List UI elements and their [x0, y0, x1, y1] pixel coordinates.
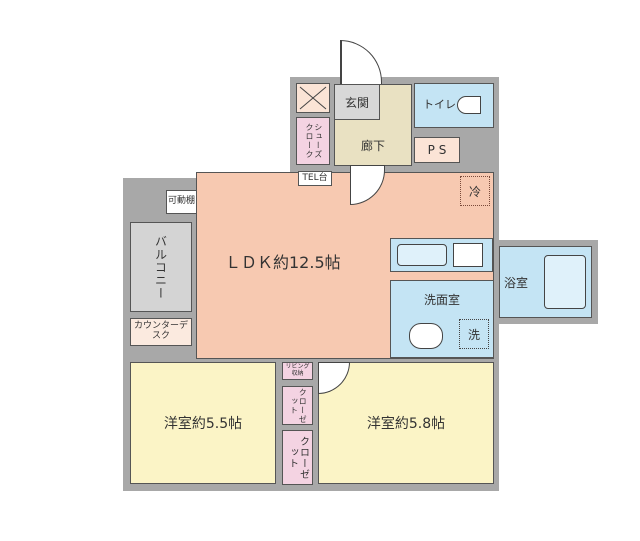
wash-basin-icon — [409, 323, 443, 349]
washer-label: 洗 — [467, 327, 480, 342]
fridge-space: 冷 — [460, 176, 490, 206]
closet-2: クローゼット — [282, 430, 313, 485]
balcony-label: バルコニー — [153, 234, 168, 300]
shoes-closet-label: シューズクローク — [305, 123, 322, 159]
living-storage: リビング収納 — [282, 362, 313, 380]
x-mark-icon — [299, 86, 327, 110]
toilet: トイレ — [414, 83, 494, 128]
closet-1-label: クローゼット — [289, 387, 308, 424]
ldk-label: ＬＤＫ約12.5帖 — [225, 252, 341, 272]
balcony: バルコニー — [130, 222, 192, 312]
ps-label: P S — [427, 143, 447, 157]
sink-icon — [397, 244, 447, 266]
movable-shelf: 可動棚 — [166, 190, 197, 214]
tel-stand-label: TEL台 — [302, 172, 328, 183]
washroom: 洗面室 洗 — [390, 280, 494, 358]
entrance-label: 玄関 — [344, 95, 369, 110]
fridge-label: 冷 — [468, 184, 481, 199]
washer-space: 洗 — [459, 319, 489, 349]
entrance: 玄関 — [334, 84, 380, 120]
ldk-door[interactable] — [350, 165, 385, 205]
bathroom-label: 浴室 — [504, 275, 529, 290]
pipe-space: P S — [414, 137, 460, 163]
toilet-label: トイレ — [423, 98, 456, 112]
stove-icon — [453, 243, 483, 267]
hallway-label: 廊下 — [360, 138, 385, 153]
meter-box — [296, 83, 330, 113]
kitchen-counter — [390, 238, 493, 272]
movable-shelf-label: 可動棚 — [167, 196, 195, 207]
western-room-2-label: 洋室約5.8帖 — [366, 416, 446, 432]
tel-stand: TEL台 — [298, 171, 332, 186]
toilet-icon — [457, 96, 481, 114]
western-room-2: 洋室約5.8帖 — [318, 362, 494, 484]
western-room-1: 洋室約5.5帖 — [130, 362, 276, 484]
living-storage-label: リビング収納 — [285, 363, 310, 377]
closet-2-label: クローゼット — [286, 435, 309, 480]
entry-door[interactable] — [340, 40, 382, 90]
shoes-closet: シューズクローク — [296, 117, 330, 165]
counter-desk-label: カウンターデスク — [134, 321, 189, 341]
bathtub-icon — [544, 255, 586, 309]
western-room-1-label: 洋室約5.5帖 — [163, 416, 243, 432]
bathroom: 浴室 — [499, 246, 592, 318]
closet-1: クローゼット — [282, 386, 313, 425]
washroom-label: 洗面室 — [423, 293, 460, 307]
counter-desk: カウンターデスク — [130, 318, 192, 346]
